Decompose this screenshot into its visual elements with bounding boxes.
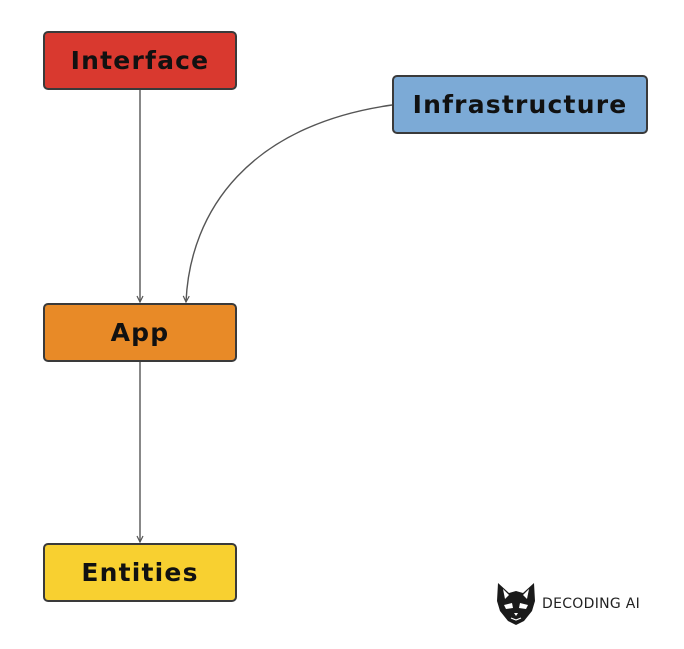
node-app[interactable]: App — [43, 303, 237, 362]
node-interface-label: Interface — [70, 46, 210, 75]
node-entities-label: Entities — [81, 558, 199, 587]
brand-name: DECODING AI — [542, 596, 641, 612]
node-app-label: App — [110, 318, 170, 347]
node-infrastructure-label: Infrastructure — [412, 90, 628, 119]
node-infrastructure[interactable]: Infrastructure — [392, 75, 648, 134]
node-interface[interactable]: Interface — [43, 31, 237, 90]
node-entities[interactable]: Entities — [43, 543, 237, 602]
cat-head-icon — [497, 583, 535, 625]
brand-logo: DECODING AI — [494, 580, 640, 628]
edge-infrastructure-to-app — [186, 104, 393, 302]
